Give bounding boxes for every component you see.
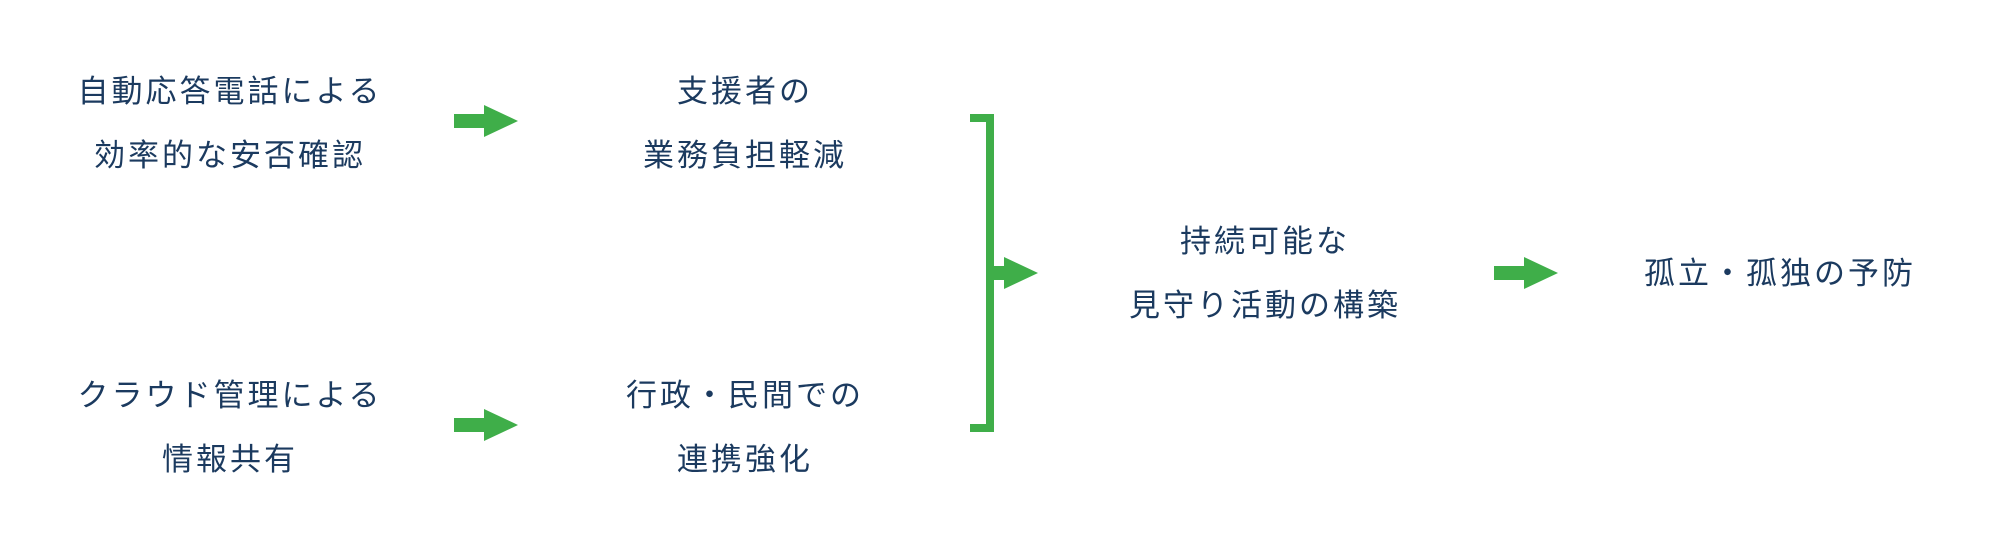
- node-sustainable-monitoring: 持続可能な 見守り活動の構築: [1080, 210, 1450, 338]
- node-efficient-safety-check-line2: 効率的な安否確認: [94, 138, 366, 174]
- node-workload-reduction-line1: 支援者の: [677, 74, 813, 110]
- node-collaboration-line1: 行政・民間での: [626, 378, 864, 414]
- node-information-sharing-line2: 情報共有: [162, 442, 298, 478]
- arrow-bottom-right-icon: [454, 409, 518, 441]
- node-efficient-safety-check-line1: 自動応答電話による: [77, 74, 383, 110]
- node-workload-reduction-line2: 業務負担軽減: [643, 138, 847, 174]
- node-collaboration: 行政・民間での 連携強化: [560, 364, 930, 492]
- node-isolation-prevention: 孤立・孤独の予防: [1590, 242, 1970, 306]
- node-efficient-safety-check: 自動応答電話による 効率的な安否確認: [40, 60, 420, 188]
- arrow-top-right-icon: [454, 105, 518, 137]
- merge-bracket: [970, 114, 994, 432]
- arrow-merge-right-icon: [990, 257, 1038, 289]
- node-collaboration-line2: 連携強化: [677, 442, 813, 478]
- node-sustainable-monitoring-line1: 持続可能な: [1180, 224, 1350, 260]
- node-isolation-prevention-line1: 孤立・孤独の予防: [1644, 256, 1916, 292]
- node-sustainable-monitoring-line2: 見守り活動の構築: [1129, 288, 1401, 324]
- node-workload-reduction: 支援者の 業務負担軽減: [560, 60, 930, 188]
- arrow-final-right-icon: [1494, 257, 1558, 289]
- node-information-sharing-line1: クラウド管理による: [77, 378, 383, 414]
- node-information-sharing: クラウド管理による 情報共有: [40, 364, 420, 492]
